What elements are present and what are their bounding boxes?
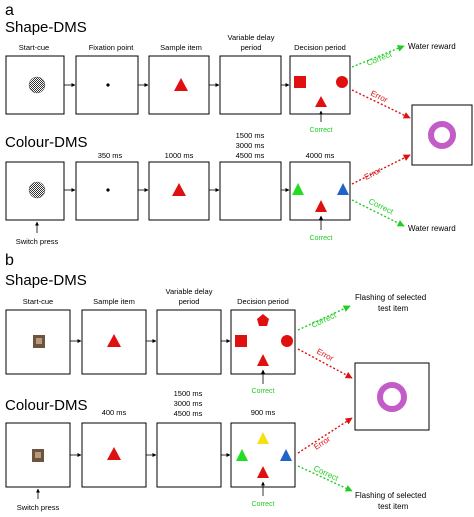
red-triangle-icon <box>257 466 269 478</box>
a-timeout-box <box>411 104 473 166</box>
blue-triangle-icon <box>280 449 292 461</box>
red-triangle-icon <box>315 200 327 212</box>
panel-b-colour-title: Colour-DMS <box>5 397 88 414</box>
timing-sample: 400 ms <box>102 408 127 417</box>
a-shape-error-arrow-label: Error <box>369 89 389 105</box>
timing-decision: 4000 ms <box>306 151 335 160</box>
green-triangle-icon <box>236 449 248 461</box>
red-square-icon <box>235 335 247 347</box>
label-delay-1: Variable delay <box>166 287 213 296</box>
panel-a-colour-title: Colour-DMS <box>5 134 88 151</box>
a-water-reward-top: Water reward <box>408 42 456 51</box>
label-decision: Decision period <box>294 43 346 52</box>
b-shape-error-arrow-label: Error <box>315 347 335 363</box>
error-outcome-arrow <box>297 417 353 454</box>
red-triangle-icon <box>315 96 327 107</box>
b-switch-press-label: Switch press <box>17 503 60 512</box>
checker-cue-icon <box>28 76 46 94</box>
b-timeout-box <box>354 362 430 431</box>
red-triangle-icon <box>107 447 121 460</box>
a-water-reward-bottom: Water reward <box>408 224 456 233</box>
label-delay-1: Variable delay <box>228 33 275 42</box>
label-delay-2: period <box>179 297 200 306</box>
timing-sample: 1000 ms <box>165 151 194 160</box>
b-flashing-top-2: test item <box>378 304 409 313</box>
label-sample: Sample item <box>93 297 135 306</box>
b-shape-correct-arrow-label: Correct <box>310 310 338 330</box>
b-shape-correct-label: Correct <box>252 388 275 395</box>
panel-b-letter: b <box>5 252 14 269</box>
panel-a-shape-title: Shape-DMS <box>5 19 87 36</box>
red-circle-icon <box>336 76 348 88</box>
blue-triangle-icon <box>337 183 349 195</box>
b-colour-correct-label: Correct <box>252 501 275 508</box>
timing-delay-1: 1500 ms <box>174 389 203 398</box>
b-colour-error-arrow-label: Error <box>312 434 332 451</box>
monkey-face-icon <box>36 338 42 344</box>
b-colour-correct-arrow-label: Correct <box>312 464 340 484</box>
timing-delay-2: 3000 ms <box>174 399 203 408</box>
red-pentagon-icon <box>257 314 269 326</box>
timing-decision: 900 ms <box>251 408 276 417</box>
a-colour-correct-arrow-label: Correct <box>367 197 395 217</box>
fixation-point-icon <box>106 188 110 192</box>
red-circle-icon <box>281 335 293 347</box>
timing-delay-3: 4500 ms <box>174 409 203 418</box>
checker-cue-icon <box>28 181 46 199</box>
correct-outcome-arrow <box>297 465 353 492</box>
magenta-ring-icon <box>428 121 456 149</box>
red-square-icon <box>294 76 306 88</box>
error-outcome-arrow <box>351 89 411 119</box>
label-start-cue: Start-cue <box>23 297 53 306</box>
fixation-point-icon <box>106 83 110 87</box>
b-colour-delay-box <box>156 422 222 488</box>
b-flashing-bottom-1: Flashing of selected <box>355 491 426 500</box>
panel-b-shape-title: Shape-DMS <box>5 272 87 289</box>
a-switch-press-label: Switch press <box>16 237 59 246</box>
label-delay-2: period <box>241 43 262 52</box>
a-colour-delay-box <box>219 161 282 221</box>
green-triangle-icon <box>292 183 304 195</box>
yellow-triangle-icon <box>257 432 269 444</box>
timing-fixation: 350 ms <box>98 151 123 160</box>
red-triangle-icon <box>172 183 186 196</box>
timing-delay-2: 3000 ms <box>236 141 265 150</box>
a-colour-correct-label: Correct <box>310 235 333 242</box>
a-shape-delay-box <box>219 55 282 115</box>
error-outcome-arrow <box>351 154 411 185</box>
correct-outcome-arrow <box>351 45 405 68</box>
magenta-ring-icon <box>377 382 407 412</box>
label-sample: Sample item <box>160 43 202 52</box>
red-triangle-icon <box>174 78 188 91</box>
b-flashing-bottom-2: test item <box>378 502 409 511</box>
a-colour-error-arrow-label: Error <box>363 166 383 182</box>
red-triangle-icon <box>107 334 121 347</box>
red-triangle-icon <box>257 354 269 366</box>
monkey-face-icon <box>35 452 41 458</box>
label-fixation: Fixation point <box>89 43 135 52</box>
a-shape-correct-label: Correct <box>310 127 333 134</box>
timing-delay-3: 4500 ms <box>236 151 265 160</box>
label-start-cue: Start-cue <box>19 43 49 52</box>
a-shape-correct-arrow-label: Correct <box>365 49 393 67</box>
b-flashing-top-1: Flashing of selected <box>355 293 426 302</box>
b-shape-delay-box <box>156 309 222 375</box>
correct-outcome-arrow <box>297 305 351 331</box>
panel-a-letter: a <box>5 2 14 19</box>
label-decision: Decision period <box>237 297 289 306</box>
timing-delay-1: 1500 ms <box>236 131 265 140</box>
correct-outcome-arrow <box>351 199 405 227</box>
